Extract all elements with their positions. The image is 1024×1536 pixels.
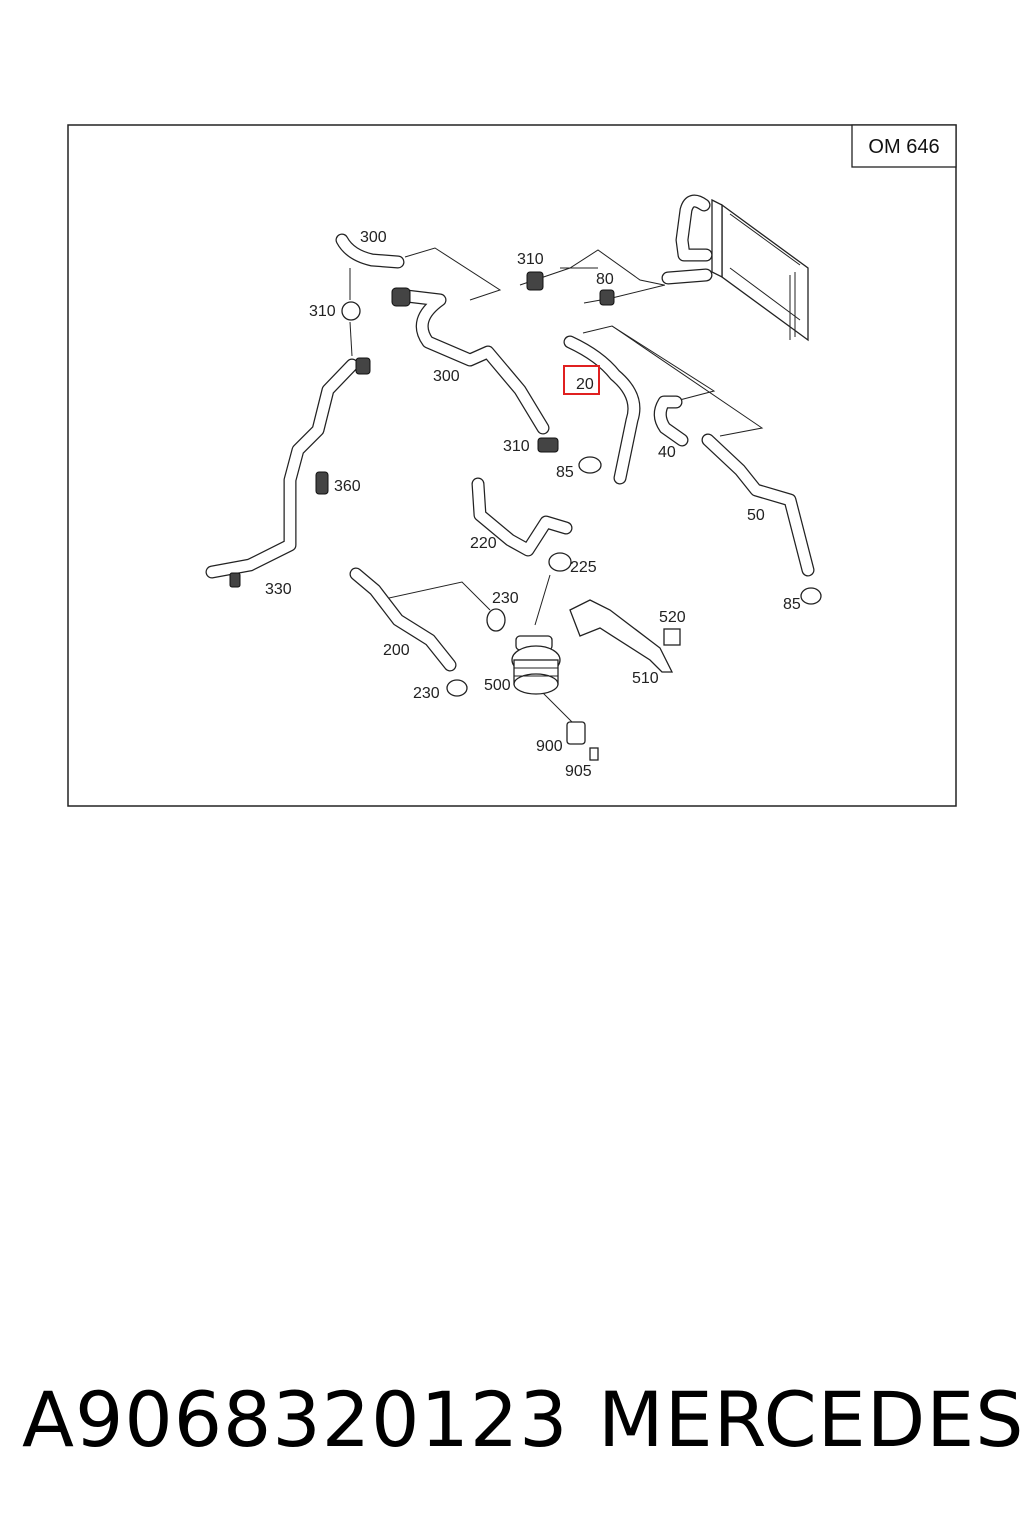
brand-name: MERCEDES [598, 1375, 1024, 1464]
callout-300-mid: 300 [433, 368, 460, 385]
diagram-frame [67, 124, 957, 807]
connector-905 [589, 747, 599, 761]
callout-310-mid: 310 [503, 438, 530, 455]
clamps [229, 271, 822, 697]
callout-300-top: 300 [360, 229, 387, 246]
connector-900 [566, 721, 586, 745]
callout-330: 330 [265, 581, 292, 598]
callout-230-bottom: 230 [413, 685, 440, 702]
callout-310-left: 310 [309, 303, 336, 320]
engine-code-box [851, 124, 957, 168]
callout-20: 20 [576, 376, 594, 393]
callout-500: 500 [484, 677, 511, 694]
callout-905: 905 [565, 763, 592, 780]
callout-310-top: 310 [517, 251, 544, 268]
callout-50: 50 [747, 507, 765, 524]
callout-230-top: 230 [492, 590, 519, 607]
callout-40: 40 [658, 444, 676, 461]
water-pump [511, 635, 561, 695]
callout-220: 220 [470, 535, 497, 552]
callout-200: 200 [383, 642, 410, 659]
callout-520: 520 [659, 609, 686, 626]
callout-85-mid: 85 [556, 464, 574, 481]
part-number: A9068320123 [22, 1375, 569, 1464]
engine-code-label: OM 646 [868, 136, 939, 158]
callout-510: 510 [632, 670, 659, 687]
parts-diagram: OM 646 [67, 124, 957, 807]
callout-85-right: 85 [783, 596, 801, 613]
caption-bar: A9068320123 MERCEDES [0, 1365, 1024, 1475]
bracket-510 [569, 599, 674, 673]
callout-80: 80 [596, 271, 614, 288]
heater-core [711, 198, 809, 342]
callout-225: 225 [570, 559, 597, 576]
callout-360: 360 [334, 478, 361, 495]
callout-900: 900 [536, 738, 563, 755]
highlight-box [563, 365, 600, 395]
